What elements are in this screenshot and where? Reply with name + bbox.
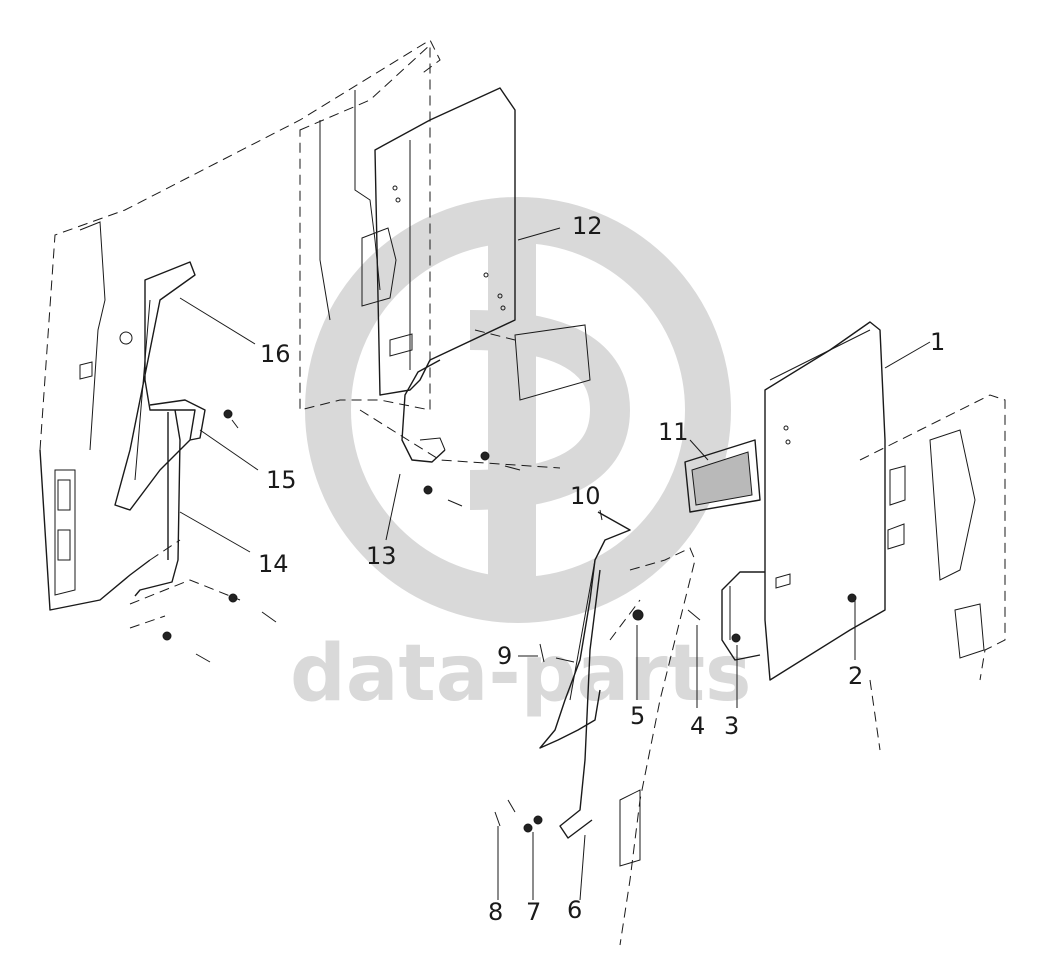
part-1-side-panel [764,321,886,681]
part-3-grab-handle [721,571,765,661]
callout-12: 12 [572,212,603,240]
part-6-lower-trim [559,569,601,839]
part-14-grab-handle [134,409,181,597]
part-13-handle [359,359,561,507]
callout-1: 1 [930,328,945,356]
leader-lines [179,227,931,901]
callout-6: 6 [567,896,582,924]
callout-9: 9 [497,642,512,670]
callout-2: 2 [848,662,863,690]
hardware-left-bolts [129,579,277,663]
left-body-side-panel [39,39,441,611]
right-body-panel [859,394,1006,751]
watermark-text: data-parts [290,629,751,719]
callout-11: 11 [658,418,689,446]
callout-5: 5 [630,702,645,730]
callout-4: 4 [690,712,705,740]
part-15-bracket [149,399,239,441]
hardware-center [494,609,644,833]
callout-3: 3 [724,712,739,740]
callout-15: 15 [266,466,297,494]
part-2-clip [847,593,857,603]
part-10-upper-pillar-trim [539,511,631,749]
part-16-pillar-trim [114,261,196,511]
callouts: 1 2 3 4 5 6 7 8 9 10 11 12 13 14 15 16 [258,212,945,926]
part-12-trim-panel [374,87,591,401]
watermark-logo [305,197,731,623]
part-11-window-bezel [684,439,761,513]
callout-8: 8 [488,898,503,926]
lower-b-pillar-panel [609,547,696,946]
callout-10: 10 [570,482,601,510]
callout-7: 7 [526,898,541,926]
callout-13: 13 [366,542,397,570]
part-4-screw [687,609,701,621]
callout-16: 16 [260,340,291,368]
callout-14: 14 [258,550,289,578]
